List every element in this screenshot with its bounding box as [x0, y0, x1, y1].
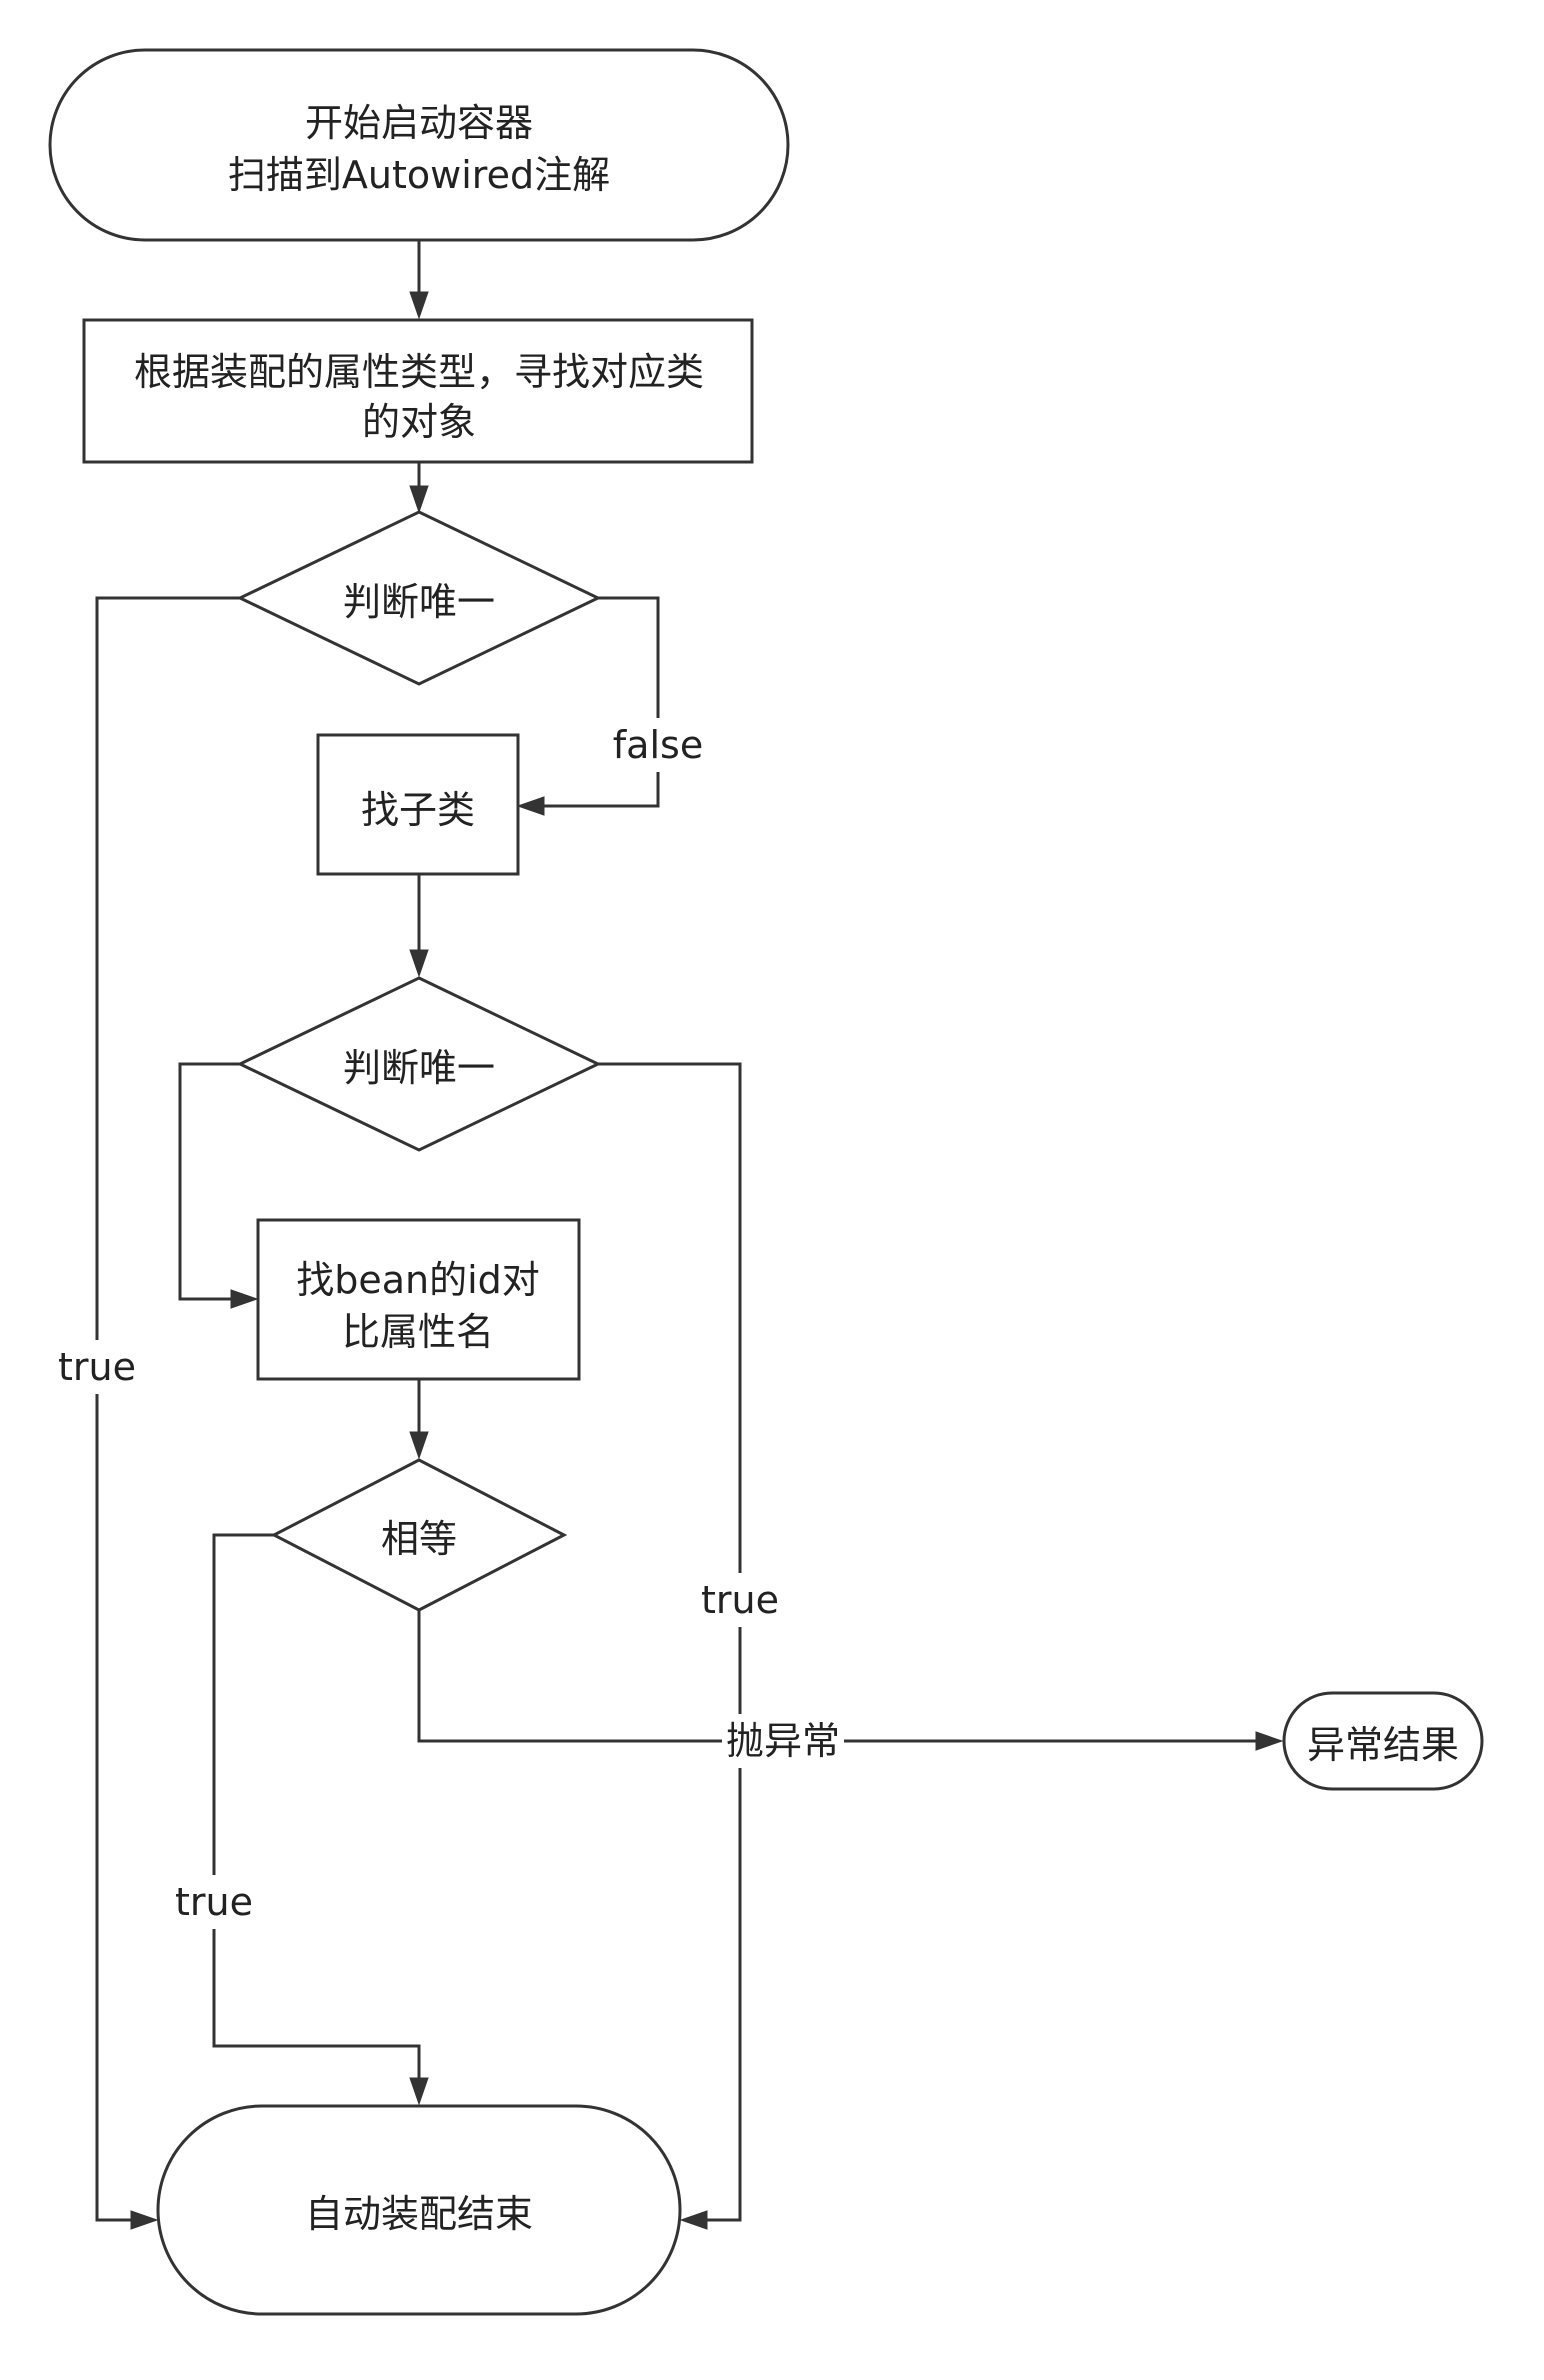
arrowhead [409, 949, 429, 978]
start-terminal [48, 48, 790, 242]
start-label-line2: 扫描到Autowired注解 [228, 153, 610, 197]
end-terminal [156, 2104, 682, 2316]
arrowhead [409, 1431, 429, 1460]
arrowhead [409, 485, 429, 514]
edge-decision2-to-find-bean [178, 1062, 240, 1301]
find-sub-label: 找子类 [361, 788, 475, 832]
find-bean-process [256, 1218, 581, 1381]
edge-decision1-true-to-end [95, 596, 240, 2222]
edge-label-true-left: true [58, 1345, 136, 1389]
arrowhead [516, 796, 545, 816]
error-result-label: 异常结果 [1307, 1723, 1459, 1767]
edge-label-throw: 抛异常 [726, 1719, 840, 1763]
find-type-label-line1: 根据装配的属性类型，寻找对应类 [134, 350, 704, 394]
arrowhead [409, 2077, 429, 2106]
find-bean-label-line1: 找bean的id对 [296, 1258, 540, 1302]
node-decision2: 判断唯一 [236, 976, 602, 1152]
start-label-line1: 开始启动容器 [305, 101, 533, 145]
decision3-diamond [270, 1458, 568, 1612]
decision3-label: 相等 [381, 1517, 457, 1561]
decision2-label: 判断唯一 [343, 1046, 495, 1090]
edge-decision3-true-to-end [212, 1533, 421, 2081]
end-label: 自动装配结束 [305, 2192, 533, 2236]
edge-label-true-right: true [701, 1578, 779, 1622]
node-decision3: 相等 [270, 1458, 568, 1612]
decision1-diamond [236, 510, 602, 686]
edge-label-false: false [613, 723, 703, 767]
node-find-bean: 找bean的id对 比属性名 [256, 1218, 581, 1381]
decision1-label: 判断唯一 [343, 580, 495, 624]
find-sub-process [316, 733, 520, 876]
find-bean-label-line2: 比属性名 [342, 1310, 494, 1354]
node-start: 开始启动容器 扫描到Autowired注解 [48, 48, 790, 242]
arrowhead [679, 2210, 708, 2230]
arrowhead [409, 291, 429, 320]
node-end: 自动装配结束 [156, 2104, 682, 2316]
connectors [95, 240, 1284, 2230]
edge-decision3-throw-to-error [417, 1610, 1260, 1743]
edge-labels: false true true true 抛异常 [52, 718, 844, 1929]
node-error-result: 异常结果 [1282, 1691, 1484, 1791]
edge-decision2-true-to-end [598, 1062, 742, 2222]
node-decision1: 判断唯一 [236, 510, 602, 686]
edge-label-true-decision3: true [175, 1880, 253, 1924]
arrowhead [1255, 1731, 1284, 1751]
node-find-sub: 找子类 [316, 733, 520, 876]
find-type-process [82, 318, 754, 464]
arrowhead [130, 2210, 159, 2230]
arrowhead [230, 1289, 259, 1309]
edge-decision1-false-to-find-sub [540, 596, 660, 808]
error-result-terminal [1282, 1691, 1484, 1791]
find-type-label-line2: 的对象 [362, 400, 476, 444]
decision2-diamond [236, 976, 602, 1152]
node-find-type: 根据装配的属性类型，寻找对应类 的对象 [82, 318, 754, 464]
